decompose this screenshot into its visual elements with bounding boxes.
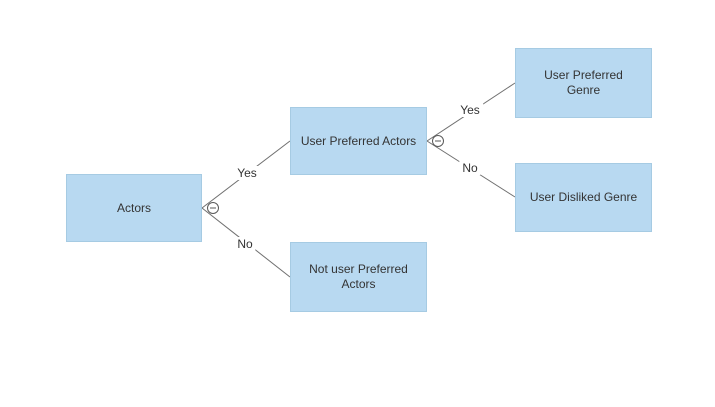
node-label: User Preferred Actors <box>300 133 417 148</box>
node-user-preferred-actors[interactable]: User Preferred Actors <box>290 107 427 175</box>
node-user-disliked-genre[interactable]: User Disliked Genre <box>515 163 652 232</box>
node-not-user-preferred-actors[interactable]: Not user Preferred Actors <box>290 242 427 312</box>
edge-label-yes: Yes <box>457 103 483 117</box>
collapse-toggle-user-preferred-actors[interactable] <box>432 135 444 147</box>
node-label: Actors <box>116 200 151 215</box>
edge-label-no: No <box>459 161 481 175</box>
edge-label-no: No <box>234 237 256 251</box>
node-label: Not user Preferred Actors <box>309 262 408 291</box>
node-label: User Disliked Genre <box>529 190 638 204</box>
edge-label-yes: Yes <box>234 166 260 180</box>
node-actors[interactable]: Actors <box>66 174 202 242</box>
node-user-preferred-genre[interactable]: User Preferred Genre <box>515 48 652 118</box>
collapse-toggle-actors[interactable] <box>207 202 219 214</box>
node-label: User Preferred Genre <box>544 68 623 97</box>
